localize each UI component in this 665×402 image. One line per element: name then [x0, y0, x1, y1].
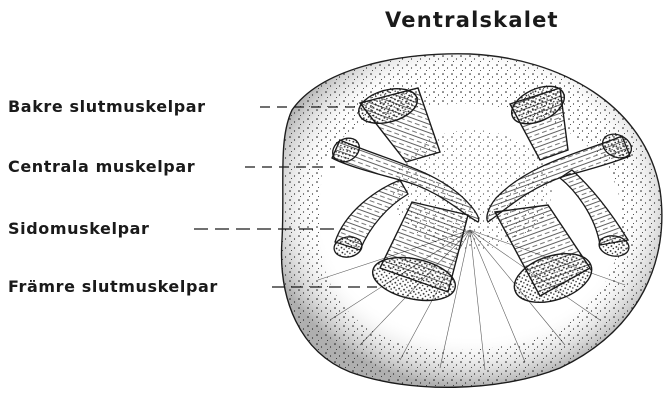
label-lateral-muscles: Sidomuskelpar — [8, 219, 150, 238]
label-posterior-adductors: Bakre slutmuskelpar — [8, 97, 206, 116]
label-central-muscles: Centrala muskelpar — [8, 157, 195, 176]
label-anterior-adductors: Främre slutmuskelpar — [8, 277, 218, 296]
diagram-title: Ventralskalet — [385, 8, 559, 32]
